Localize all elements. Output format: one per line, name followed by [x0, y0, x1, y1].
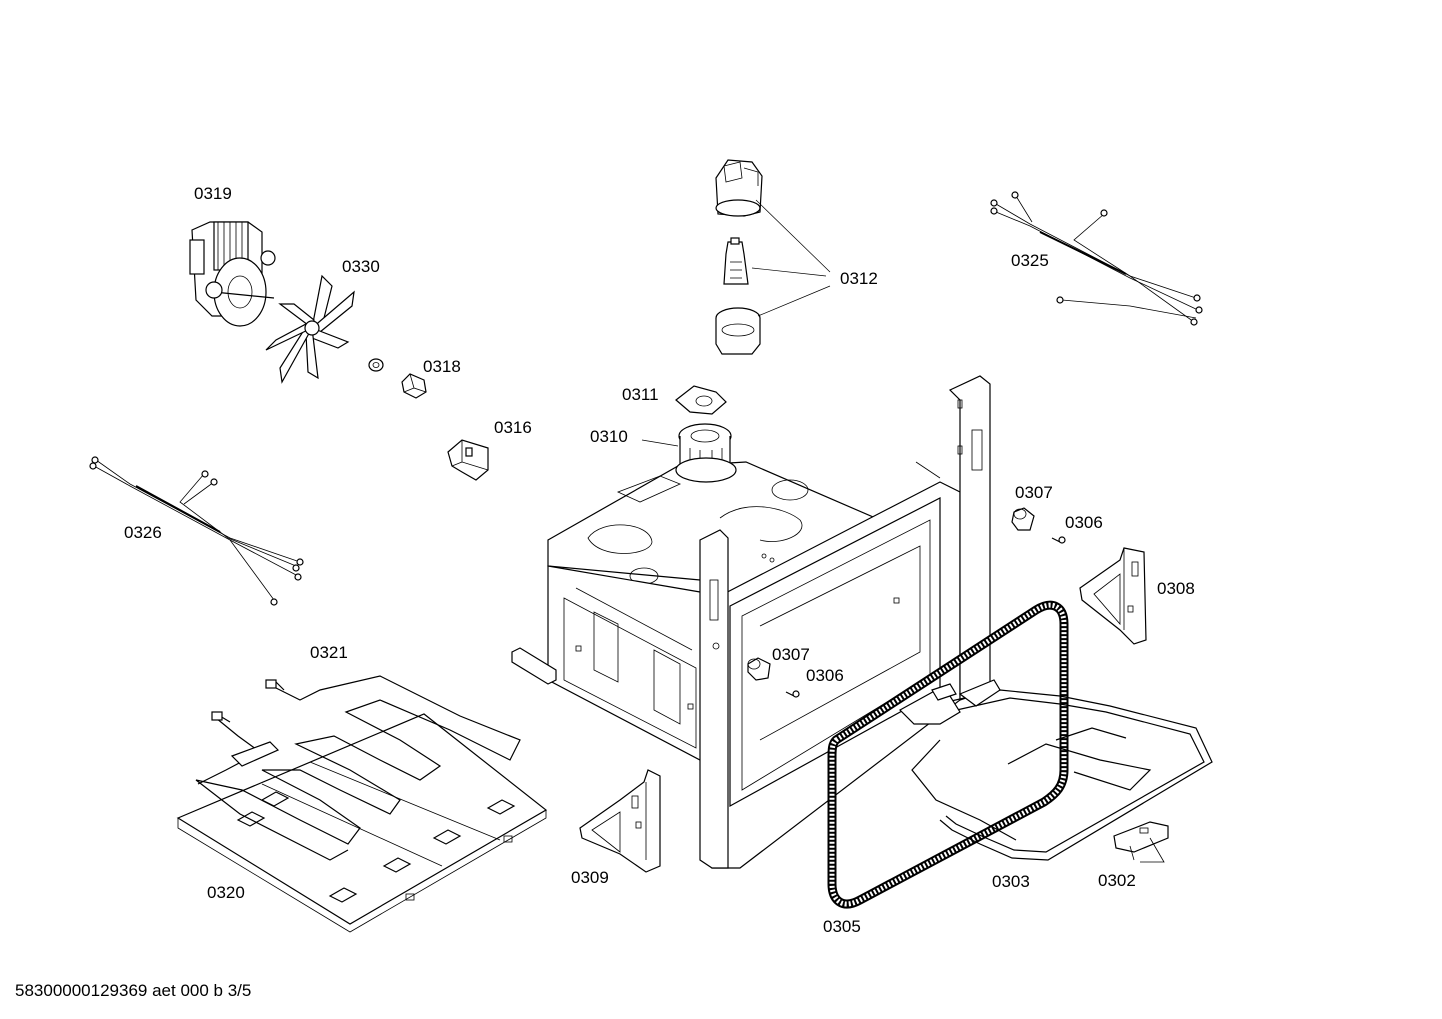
- label-0326: 0326: [124, 523, 162, 542]
- label-0306-lower: 0306: [806, 666, 844, 685]
- label-0311: 0311: [622, 385, 659, 404]
- part-0312-lamp-assembly: [715, 159, 831, 355]
- part-0316-clip: [447, 439, 489, 481]
- part-0309-bracket: [579, 769, 661, 873]
- part-0330-fan-blade: [265, 274, 355, 384]
- label-0302: 0302: [1098, 871, 1136, 890]
- part-0305-door-seal: [827, 600, 1069, 909]
- part-oven-cavity: [511, 375, 991, 869]
- part-0308-bracket: [1079, 547, 1147, 645]
- label-0325: 0325: [1011, 251, 1049, 270]
- label-0307-upper: 0307: [1015, 483, 1053, 502]
- part-0307-0306-upper: [1011, 507, 1066, 544]
- label-0303: 0303: [992, 872, 1030, 891]
- part-0303-grill-element: [899, 679, 1213, 861]
- label-0316: 0316: [494, 418, 532, 437]
- label-0321: 0321: [310, 643, 348, 662]
- part-0307-0306-lower: [747, 657, 800, 698]
- part-labels: 0319 0330 0318 0312 0325 0311 0310 0316 …: [124, 184, 1195, 936]
- label-0306-upper: 0306: [1065, 513, 1103, 532]
- part-0320-bottom-tray: [176, 713, 548, 933]
- label-0318: 0318: [423, 357, 461, 376]
- label-0307-lower: 0307: [772, 645, 810, 664]
- part-0326-wiring-harness: [89, 456, 304, 606]
- part-0319-fan-motor: [189, 221, 276, 327]
- label-0330: 0330: [342, 257, 380, 276]
- label-0305: 0305: [823, 917, 861, 936]
- part-0311-bracket: [675, 385, 727, 415]
- label-0319: 0319: [194, 184, 232, 203]
- label-0320: 0320: [207, 883, 245, 902]
- part-0318-nut: [368, 358, 427, 399]
- label-0309: 0309: [571, 868, 609, 887]
- label-0312: 0312: [840, 269, 878, 288]
- label-0310: 0310: [590, 427, 628, 446]
- part-0302-clip: [1113, 821, 1169, 863]
- document-reference-footer: 58300000129369 aet 000 b 3/5: [15, 981, 252, 1000]
- label-0308: 0308: [1157, 579, 1195, 598]
- part-0325-wiring-harness: [990, 191, 1203, 326]
- part-0321-lower-heating-element: [195, 675, 521, 861]
